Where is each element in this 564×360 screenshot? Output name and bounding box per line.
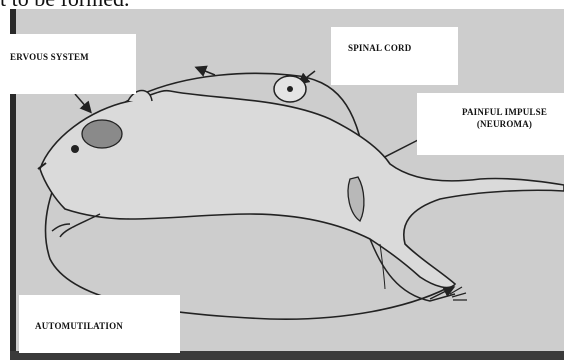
nervous-system-text: ERVOUS SYSTEM [10, 52, 89, 62]
label-nervous-system: ERVOUS SYSTEM [10, 34, 136, 94]
rat-eye [71, 145, 79, 153]
rat-brain [82, 120, 122, 148]
painful-impulse-text: PAINFUL IMPULSE [445, 106, 564, 118]
spinal-cord-center [287, 86, 293, 92]
label-painful-impulse: PAINFUL IMPULSE (NEUROMA) [417, 93, 564, 155]
automutilation-text: AUTOMUTILATION [35, 321, 123, 331]
spinal-cord-text: SPINAL CORD [348, 43, 411, 53]
label-automutilation: AUTOMUTILATION [19, 295, 180, 353]
label-spinal-cord: SPINAL CORD [331, 27, 458, 85]
neuroma-text: (NEUROMA) [445, 118, 564, 130]
